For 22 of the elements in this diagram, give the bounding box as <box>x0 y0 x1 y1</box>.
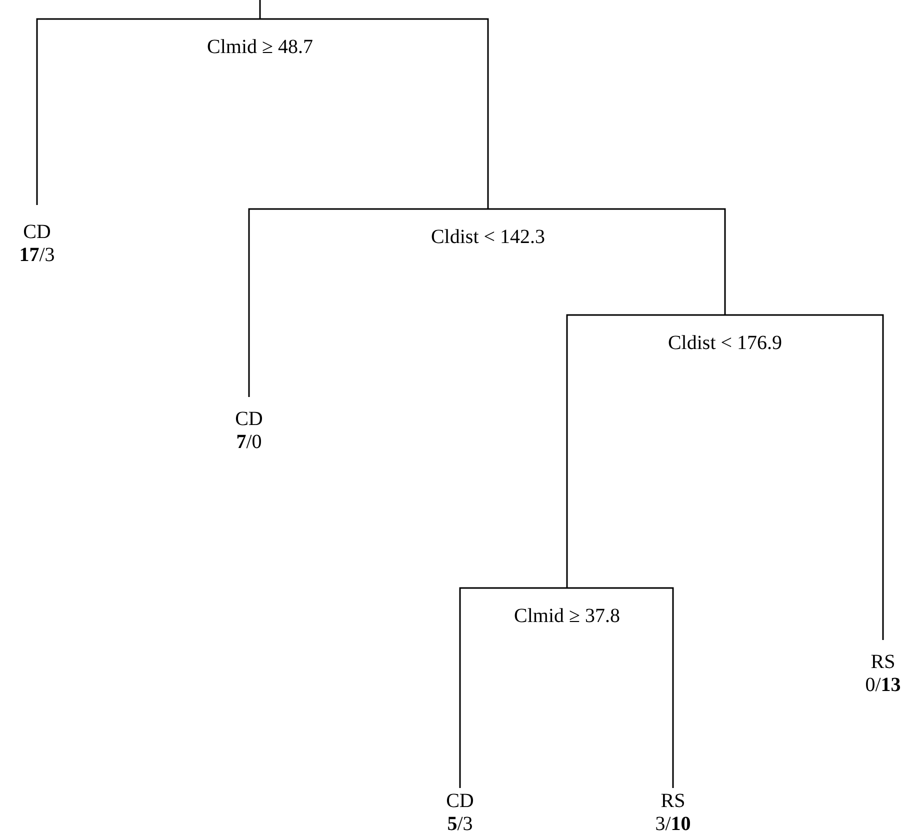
tree-branch <box>567 587 674 788</box>
split-condition: Clmid ≥ 48.7 <box>207 35 313 59</box>
leaf-counts: 7/0 <box>236 431 262 454</box>
split-condition: Cldist < 142.3 <box>430 225 546 249</box>
leaf-class: RS <box>660 790 686 813</box>
tree-branch <box>248 208 488 397</box>
leaf-class: CD <box>235 408 263 431</box>
leaf-counts: 17/3 <box>19 244 55 267</box>
leaf-counts: 5/3 <box>447 813 473 836</box>
split-condition: Clmid ≥ 37.8 <box>514 604 620 628</box>
tree-branch <box>459 587 567 788</box>
leaf-class: CD <box>446 790 474 813</box>
tree-branch <box>488 208 726 315</box>
tree-branch <box>725 314 884 640</box>
tree-branch <box>36 18 260 205</box>
leaf-class: RS <box>870 651 896 674</box>
leaf-counts: 3/10 <box>655 813 691 836</box>
leaf-class: CD <box>23 221 51 244</box>
tree-branch <box>566 314 725 588</box>
tree-branch <box>260 18 489 209</box>
split-condition: Cldist < 176.9 <box>668 331 782 355</box>
leaf-counts: 0/13 <box>865 674 901 697</box>
